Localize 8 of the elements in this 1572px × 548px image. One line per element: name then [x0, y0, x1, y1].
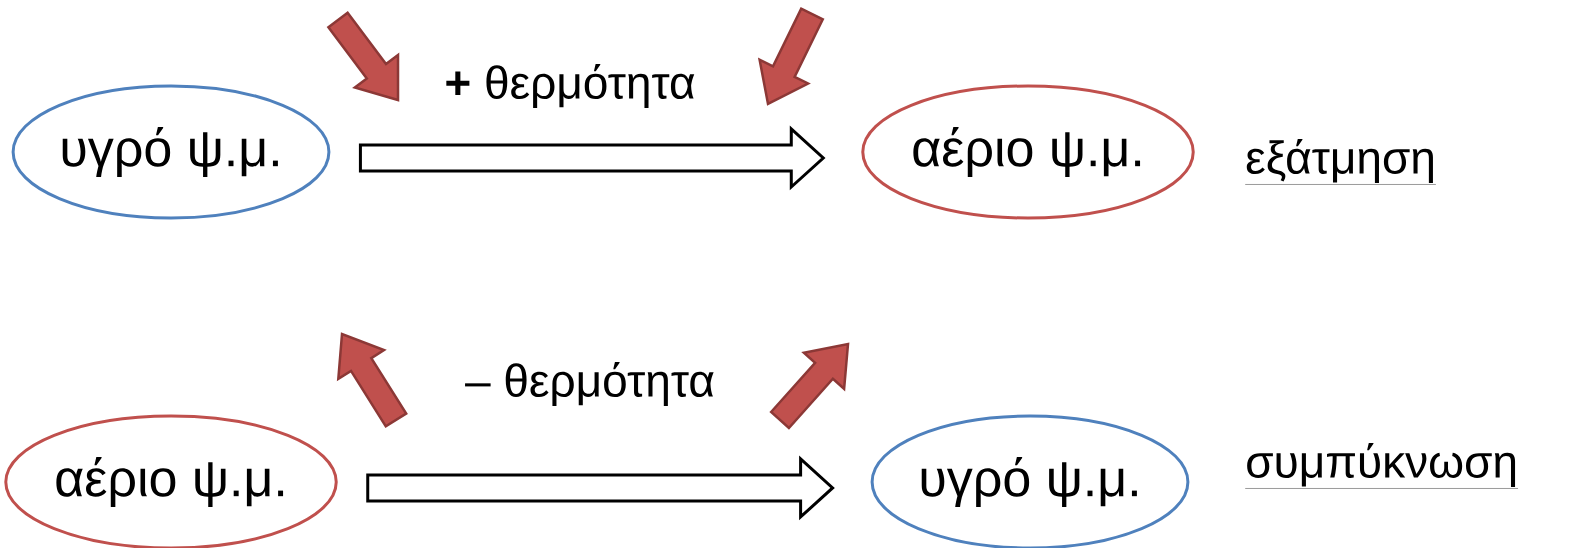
hollow-arrow [358, 125, 826, 191]
oval: υγρό ψ.μ. [11, 84, 331, 220]
hollow-arrow [366, 455, 835, 521]
edge-label: + θερμότητα [442, 61, 698, 111]
oval: αέριο ψ.μ. [861, 84, 1195, 220]
process-name: συμπύκνωση [1245, 442, 1519, 489]
process-name: εξάτμηση [1245, 138, 1437, 185]
edge-label: – θερμότητα [463, 359, 717, 409]
